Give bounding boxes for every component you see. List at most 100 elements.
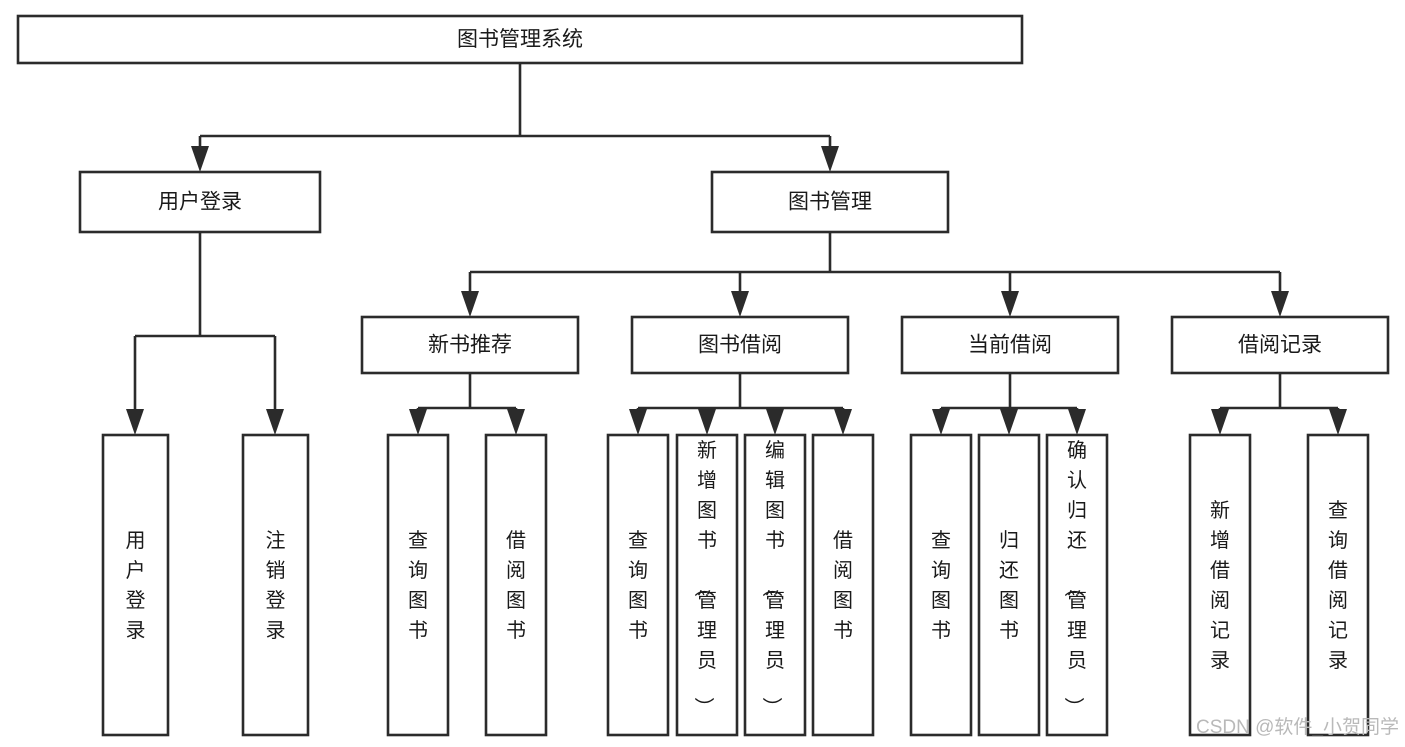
node-box[interactable] — [630, 315, 850, 375]
arrow-head-icon — [766, 409, 784, 435]
connector-drop — [461, 272, 479, 317]
node-leaf-return-book[interactable]: 归还图书 — [977, 433, 1041, 737]
watermark-layer: CSDN @软件_小贺同学 — [1196, 716, 1399, 738]
connector-drop — [1211, 408, 1229, 435]
arrow-head-icon — [834, 409, 852, 435]
node-label: 查询借阅记录 — [1328, 499, 1348, 672]
connector-drop — [821, 136, 839, 172]
connector-drop — [266, 336, 284, 435]
node-borrow-record[interactable]: 借阅记录 — [1170, 315, 1390, 375]
node-box[interactable] — [675, 433, 739, 737]
node-box[interactable] — [977, 433, 1041, 737]
node-label: 借阅图书 — [506, 529, 526, 642]
arrow-head-icon — [1271, 291, 1289, 317]
arrow-head-icon — [629, 409, 647, 435]
node-leaf-borrow-book-2[interactable]: 借阅图书 — [811, 433, 875, 737]
node-label: 确认归还（管理员） — [1062, 439, 1087, 717]
node-box[interactable] — [241, 433, 310, 737]
node-leaf-edit-book[interactable]: 编辑图书（管理员） — [743, 433, 807, 737]
arrow-head-icon — [507, 409, 525, 435]
arrow-head-icon — [698, 409, 716, 435]
node-label: 图书管理系统 — [457, 28, 583, 51]
connector-drop — [1068, 408, 1086, 435]
node-box[interactable] — [1170, 315, 1390, 375]
node-label: 借阅记录 — [1238, 334, 1322, 357]
node-label: 归还图书 — [999, 529, 1019, 642]
node-box[interactable] — [101, 433, 170, 737]
arrow-head-icon — [191, 146, 209, 172]
node-book-manage[interactable]: 图书管理 — [710, 170, 950, 234]
node-leaf-user-login[interactable]: 用户登录 — [101, 433, 170, 737]
node-label: 用户登录 — [158, 191, 242, 214]
node-label: 借阅图书 — [833, 529, 853, 642]
node-box[interactable] — [606, 433, 670, 737]
connector-layer — [126, 63, 1347, 435]
node-label: 注销登录 — [266, 529, 286, 642]
connector-drop — [766, 408, 784, 435]
connector-drop — [1001, 272, 1019, 317]
connector-drop — [834, 408, 852, 435]
connector-drop — [126, 336, 144, 435]
arrow-head-icon — [731, 291, 749, 317]
arrow-head-icon — [461, 291, 479, 317]
node-box[interactable] — [811, 433, 875, 737]
connector-drop — [191, 136, 209, 172]
connector-drop — [1000, 408, 1018, 435]
node-root[interactable]: 图书管理系统 — [16, 14, 1024, 65]
arrow-head-icon — [1068, 409, 1086, 435]
arrow-head-icon — [1211, 409, 1229, 435]
connector-drop — [1271, 272, 1289, 317]
watermark-label: CSDN @软件_小贺同学 — [1196, 716, 1399, 738]
arrow-head-icon — [1000, 409, 1018, 435]
node-leaf-query-record[interactable]: 查询借阅记录 — [1306, 433, 1370, 737]
connector-drop — [932, 408, 950, 435]
node-new-book-recommend[interactable]: 新书推荐 — [360, 315, 580, 375]
node-box[interactable] — [1045, 433, 1109, 737]
node-label: 新增借阅记录 — [1210, 499, 1230, 672]
node-box[interactable] — [78, 170, 322, 234]
node-label: 当前借阅 — [968, 334, 1052, 357]
connector-drop — [629, 408, 647, 435]
connector-drop — [409, 408, 427, 435]
arrow-head-icon — [409, 409, 427, 435]
node-label: 用户登录 — [126, 530, 146, 642]
arrow-head-icon — [126, 409, 144, 435]
node-box[interactable] — [386, 433, 450, 737]
node-user-login[interactable]: 用户登录 — [78, 170, 322, 234]
node-book-borrow[interactable]: 图书借阅 — [630, 315, 850, 375]
node-box[interactable] — [900, 315, 1120, 375]
node-layer: 图书管理系统用户登录图书管理新书推荐图书借阅当前借阅借阅记录用户登录注销登录查询… — [16, 14, 1390, 737]
node-label: 新增图书（管理员） — [692, 439, 717, 717]
node-leaf-query-book-3[interactable]: 查询图书 — [909, 433, 973, 737]
arrow-head-icon — [266, 409, 284, 435]
arrow-head-icon — [1329, 409, 1347, 435]
node-label: 图书管理 — [788, 191, 872, 214]
connector-drop — [1329, 408, 1347, 435]
node-leaf-query-book-2[interactable]: 查询图书 — [606, 433, 670, 737]
node-box[interactable] — [710, 170, 950, 234]
node-label: 查询图书 — [408, 529, 428, 642]
arrow-head-icon — [1001, 291, 1019, 317]
node-label: 编辑图书（管理员） — [760, 439, 785, 717]
node-leaf-borrow-book-1[interactable]: 借阅图书 — [484, 433, 548, 737]
node-leaf-confirm-return[interactable]: 确认归还（管理员） — [1045, 433, 1109, 737]
node-leaf-query-book-1[interactable]: 查询图书 — [386, 433, 450, 737]
node-label: 新书推荐 — [428, 334, 512, 357]
node-box[interactable] — [16, 14, 1024, 65]
arrow-head-icon — [821, 146, 839, 172]
node-leaf-user-logout[interactable]: 注销登录 — [241, 433, 310, 737]
node-label: 查询图书 — [931, 529, 951, 642]
node-box[interactable] — [360, 315, 580, 375]
node-current-borrow[interactable]: 当前借阅 — [900, 315, 1120, 375]
node-label: 图书借阅 — [698, 334, 782, 357]
node-box[interactable] — [1188, 433, 1252, 737]
connector-drop — [731, 272, 749, 317]
node-box[interactable] — [484, 433, 548, 737]
node-leaf-add-book[interactable]: 新增图书（管理员） — [675, 433, 739, 737]
node-leaf-add-record[interactable]: 新增借阅记录 — [1188, 433, 1252, 737]
node-box[interactable] — [909, 433, 973, 737]
node-box[interactable] — [743, 433, 807, 737]
node-box[interactable] — [1306, 433, 1370, 737]
